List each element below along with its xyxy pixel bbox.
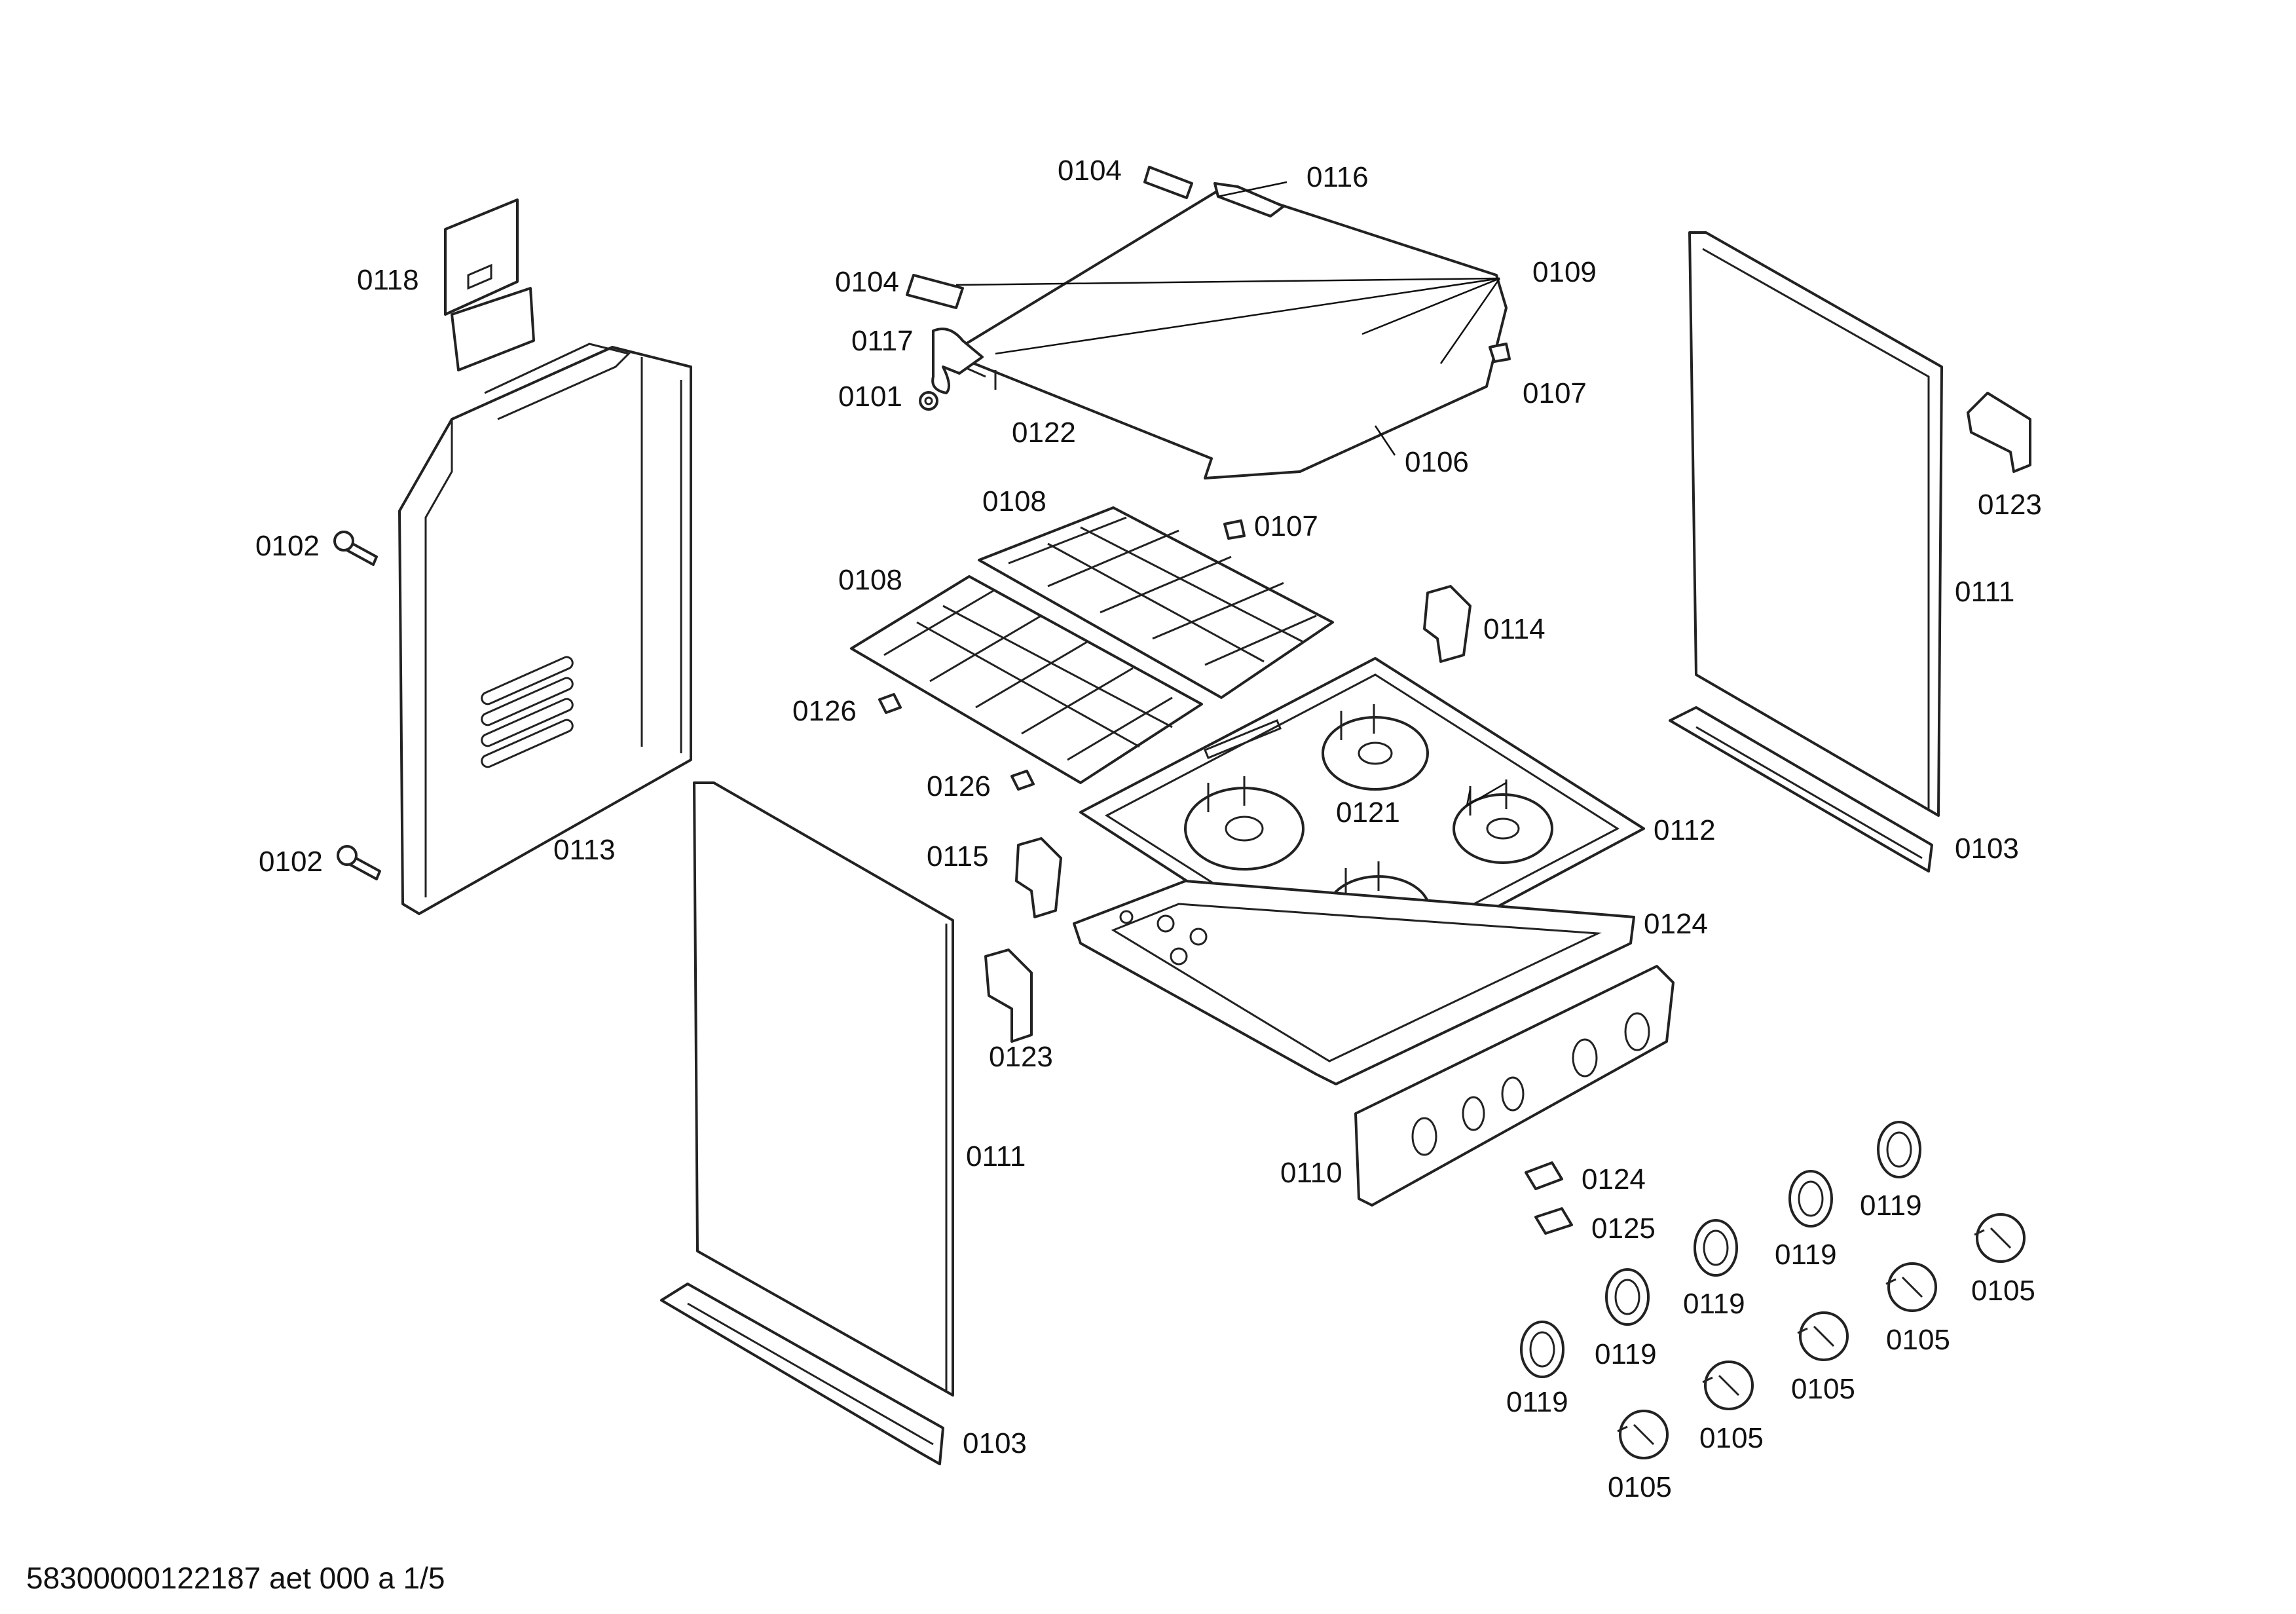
label-0107-right: 0107 bbox=[1523, 377, 1587, 409]
support-bracket-left bbox=[984, 948, 1033, 1043]
label-0126-lower: 0126 bbox=[927, 770, 991, 802]
label-0118: 0118 bbox=[357, 264, 419, 296]
support-bracket-right bbox=[1967, 392, 2031, 473]
document-footer: 58300000122187 aet 000 a 1/5 bbox=[26, 1561, 445, 1595]
label-0123-right: 0123 bbox=[1978, 489, 2042, 521]
label-0101: 0101 bbox=[838, 381, 902, 413]
igniter bbox=[1534, 1207, 1573, 1235]
label-0124-fitting: 0124 bbox=[1582, 1163, 1646, 1195]
rubber-foot-1 bbox=[878, 693, 902, 714]
screw-lower bbox=[337, 845, 381, 880]
knob-3 bbox=[1797, 1311, 1849, 1361]
label-0107-front: 0107 bbox=[1254, 510, 1318, 542]
burner-left bbox=[1184, 776, 1305, 871]
knob-ring-3 bbox=[1694, 1219, 1738, 1277]
label-0123-left: 0123 bbox=[989, 1041, 1053, 1073]
bottom-rail-left bbox=[660, 1283, 944, 1465]
burner-rear bbox=[1322, 704, 1429, 791]
hinge-right bbox=[1423, 585, 1472, 663]
knob-ring-2 bbox=[1788, 1170, 1833, 1228]
label-0108-rear: 0108 bbox=[982, 485, 1046, 517]
knob-4 bbox=[1702, 1361, 1754, 1410]
leader-lines bbox=[955, 181, 1507, 807]
lid-hinge-left bbox=[931, 328, 984, 394]
rear-bracket bbox=[444, 198, 535, 371]
label-0109: 0109 bbox=[1532, 256, 1597, 288]
label-0125: 0125 bbox=[1591, 1212, 1656, 1245]
screw-upper bbox=[333, 531, 378, 566]
pan-support-rear bbox=[978, 506, 1334, 699]
label-0115: 0115 bbox=[927, 840, 989, 873]
hob-base-plate bbox=[1073, 880, 1635, 1085]
left-side-panel bbox=[398, 343, 692, 915]
knob-2 bbox=[1885, 1262, 1937, 1312]
burner-right bbox=[1453, 779, 1553, 864]
label-0110: 0110 bbox=[1280, 1157, 1342, 1189]
lid-hinge-right bbox=[1213, 182, 1285, 217]
label-0126-upper: 0126 bbox=[792, 695, 857, 727]
label-0117: 0117 bbox=[851, 325, 914, 357]
label-0102-lower: 0102 bbox=[259, 846, 323, 878]
label-0105-5: 0105 bbox=[1608, 1471, 1672, 1503]
side-panel-front bbox=[693, 781, 954, 1397]
label-0103-left: 0103 bbox=[963, 1427, 1027, 1459]
label-0103-right: 0103 bbox=[1955, 833, 2019, 865]
label-0104-top: 0104 bbox=[1058, 155, 1122, 187]
lid-trim-top bbox=[1143, 166, 1193, 199]
label-0119-4: 0119 bbox=[1595, 1338, 1657, 1370]
bottom-rail-right bbox=[1669, 706, 1933, 873]
label-0116: 0116 bbox=[1306, 161, 1369, 193]
label-0119-2: 0119 bbox=[1775, 1239, 1837, 1271]
label-0124-plate: 0124 bbox=[1644, 908, 1708, 940]
label-0105-4: 0105 bbox=[1699, 1422, 1764, 1454]
lid-bumper-right bbox=[1489, 343, 1511, 363]
nut bbox=[919, 391, 938, 411]
lid-bumper-front bbox=[1223, 519, 1246, 540]
label-0106: 0106 bbox=[1405, 446, 1469, 478]
rubber-foot-2 bbox=[1010, 770, 1035, 791]
part-labels: 0104 0116 0104 0109 0117 0101 0107 0122 … bbox=[255, 155, 2042, 1503]
label-0122: 0122 bbox=[1012, 417, 1076, 449]
hinge-left bbox=[1015, 837, 1062, 918]
label-0105-2: 0105 bbox=[1886, 1324, 1950, 1356]
lid-trim-left bbox=[906, 274, 964, 309]
label-0119-5: 0119 bbox=[1506, 1386, 1568, 1418]
label-0102-upper: 0102 bbox=[255, 530, 320, 562]
label-0104-left: 0104 bbox=[835, 266, 899, 298]
knob-ring-5 bbox=[1520, 1321, 1565, 1378]
knob-5 bbox=[1617, 1410, 1669, 1459]
label-0119-3: 0119 bbox=[1683, 1288, 1745, 1320]
label-0119-1: 0119 bbox=[1860, 1190, 1922, 1222]
label-0111-right: 0111 bbox=[1955, 576, 2014, 608]
glass-lid bbox=[948, 185, 1508, 479]
label-0105-3: 0105 bbox=[1791, 1373, 1855, 1405]
side-panel-right bbox=[1688, 231, 1943, 817]
knob-ring-4 bbox=[1605, 1268, 1650, 1326]
label-0105-1: 0105 bbox=[1971, 1275, 2035, 1307]
pan-support-front bbox=[850, 575, 1203, 784]
vent-slots bbox=[481, 656, 574, 768]
label-0111-front: 0111 bbox=[966, 1140, 1026, 1173]
label-0113: 0113 bbox=[553, 834, 616, 866]
control-slots bbox=[1204, 719, 1282, 759]
knob-ring-1 bbox=[1877, 1121, 1921, 1178]
label-0121: 0121 bbox=[1336, 797, 1400, 829]
thermocouple bbox=[1525, 1161, 1563, 1190]
control-panel bbox=[1354, 965, 1675, 1207]
label-0108-front: 0108 bbox=[838, 564, 902, 596]
label-0112: 0112 bbox=[1654, 814, 1716, 846]
knob-1 bbox=[1974, 1213, 2026, 1263]
label-0114: 0114 bbox=[1483, 613, 1546, 645]
